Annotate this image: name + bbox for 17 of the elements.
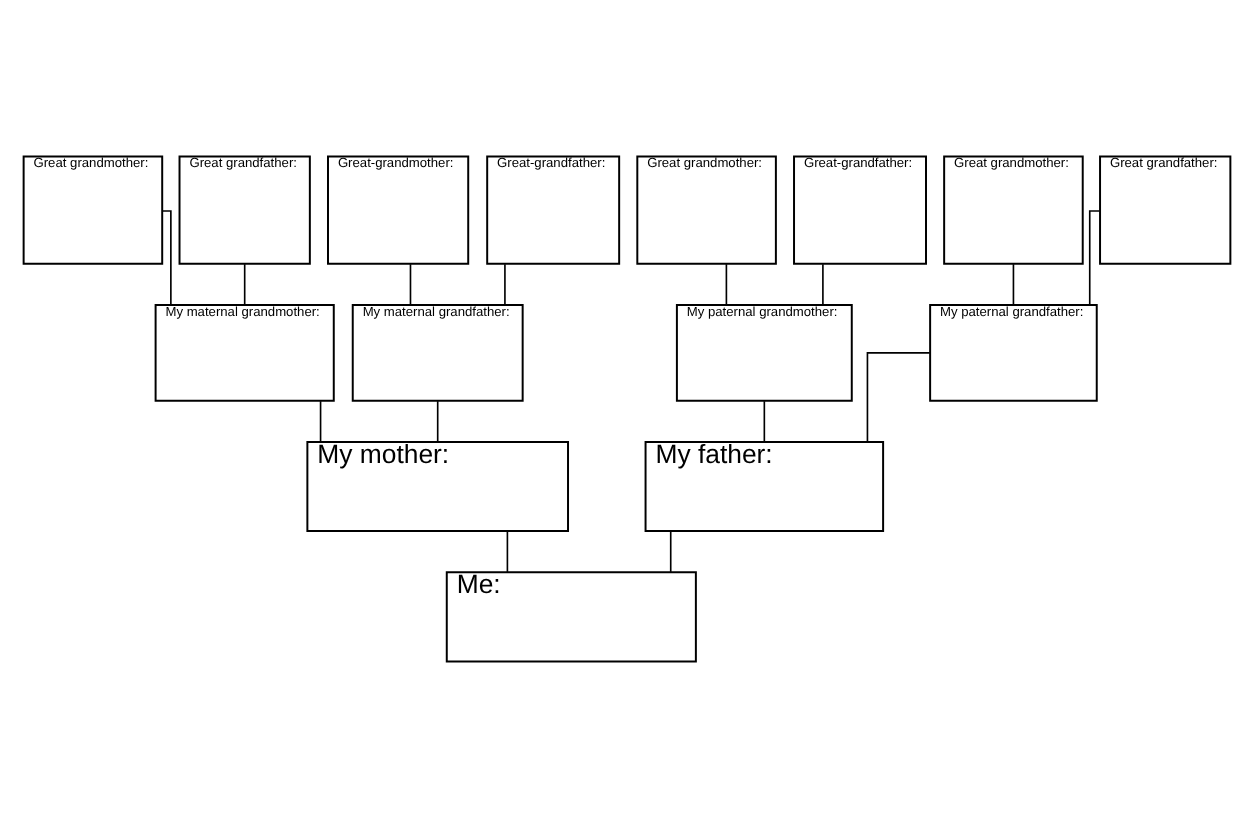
connector: [1012, 263, 1015, 306]
connector: [725, 263, 728, 306]
connector: [763, 400, 766, 443]
node-box: My father:: [644, 441, 885, 533]
connector: [669, 530, 672, 573]
connector: [866, 352, 931, 443]
connector: [319, 400, 322, 443]
node-box: My mother:: [306, 441, 569, 533]
connector: [504, 263, 506, 306]
connector: [243, 263, 246, 306]
connector: [822, 263, 824, 306]
connector: [161, 210, 172, 306]
connector: [506, 530, 509, 573]
connector: [436, 400, 439, 443]
connector: [409, 263, 412, 306]
node-box: Me:: [445, 571, 697, 663]
connector: [1088, 210, 1101, 306]
